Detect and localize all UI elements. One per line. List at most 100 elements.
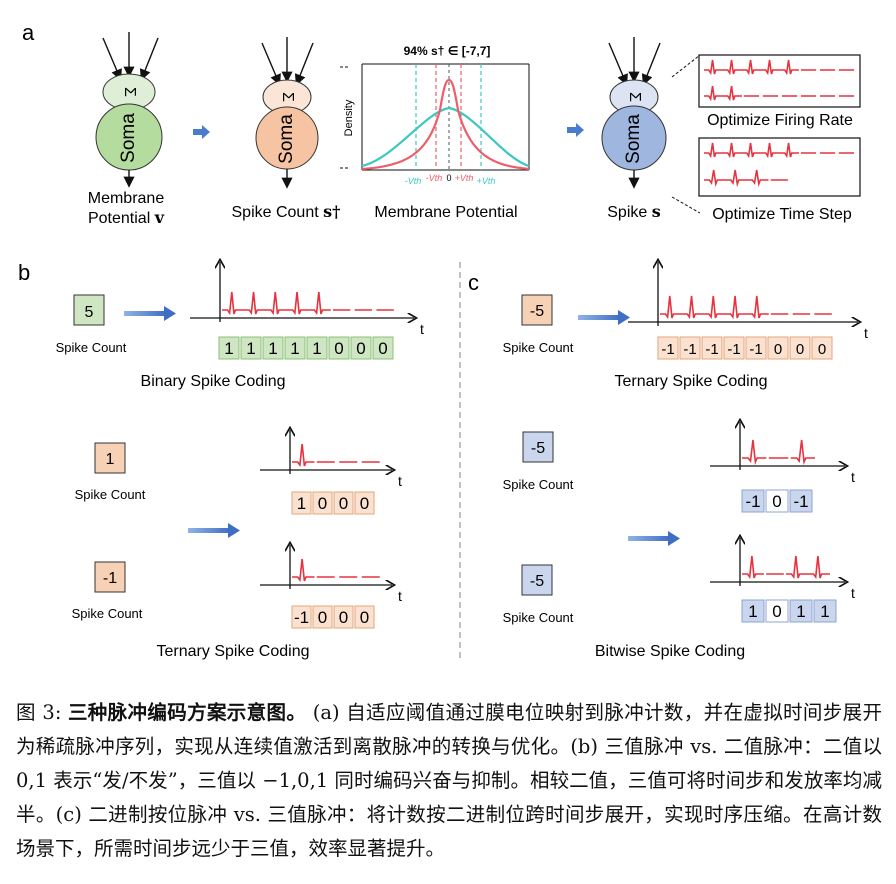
bit-cell: 1 bbox=[813, 599, 837, 623]
panel-c-label: c bbox=[468, 270, 479, 295]
membrane-caption-2: Potential v bbox=[88, 208, 165, 227]
bit-value: -1 bbox=[749, 341, 762, 358]
bit-cell: 0 bbox=[312, 605, 333, 629]
spike-count-label: Spike Count bbox=[72, 606, 143, 621]
bit-cell: 0 bbox=[312, 491, 333, 515]
bit-box bbox=[240, 336, 262, 360]
time-axis-label: t bbox=[851, 585, 855, 601]
bit-cell: -1 bbox=[723, 336, 745, 360]
bit-cell: -1 bbox=[291, 605, 312, 629]
bit-value: 0 bbox=[796, 341, 804, 358]
soma-label: Soma bbox=[276, 114, 297, 164]
count-box-c-mid: -5 Spike Count bbox=[503, 431, 574, 492]
bit-cell: 0 bbox=[354, 491, 375, 515]
bit-box bbox=[741, 599, 765, 623]
bit-value: 1 bbox=[796, 602, 805, 621]
bit-box bbox=[372, 336, 394, 360]
bit-cell: 0 bbox=[789, 336, 811, 360]
bit-box bbox=[741, 489, 765, 513]
spike-train bbox=[742, 555, 830, 580]
bit-value: 0 bbox=[318, 608, 327, 627]
arrow-a1 bbox=[193, 125, 210, 139]
caption-title: 三种脉冲编码方案示意图。 bbox=[67, 701, 307, 724]
bit-box bbox=[350, 336, 372, 360]
arrow-b-mid bbox=[188, 528, 230, 533]
svg-text:-1: -1 bbox=[103, 570, 117, 587]
bit-value: -1 bbox=[793, 492, 808, 511]
count-box-b-bottom: -1 Spike Count bbox=[72, 561, 143, 621]
bit-cell: 1 bbox=[789, 599, 813, 623]
svg-text:5: 5 bbox=[85, 304, 94, 321]
bit-box bbox=[765, 599, 789, 623]
bit-cell: 0 bbox=[765, 489, 789, 513]
bit-value: 0 bbox=[774, 341, 782, 358]
bit-value: 0 bbox=[818, 341, 826, 358]
bit-value: 1 bbox=[224, 339, 233, 358]
neuron-green: Σ Soma Membrane Potential v bbox=[88, 32, 165, 227]
bit-value: -1 bbox=[727, 341, 740, 358]
bit-cell: 0 bbox=[767, 336, 789, 360]
bit-cell: 0 bbox=[333, 491, 354, 515]
count-box-b-mid: 1 Spike Count bbox=[75, 442, 146, 502]
bit-box bbox=[328, 336, 350, 360]
spike-train bbox=[222, 291, 394, 316]
spike-train bbox=[292, 443, 380, 468]
bit-value: 0 bbox=[360, 494, 369, 513]
bit-box bbox=[333, 491, 354, 515]
spike-count-label: Spike Count bbox=[56, 340, 127, 355]
figure-caption: 图 3: 三种脉冲编码方案示意图。 (a) 自适应阈值通过膜电位映射到脉冲计数，… bbox=[16, 696, 882, 866]
bit-cell: 1 bbox=[240, 336, 262, 360]
tick-neg-vth-outer: -Vth bbox=[405, 176, 422, 186]
teal-density-curve bbox=[361, 106, 530, 168]
spike-train bbox=[704, 85, 855, 102]
bit-box bbox=[789, 599, 813, 623]
spike-count-label: Spike Count bbox=[75, 487, 146, 502]
svg-text:1: 1 bbox=[106, 451, 115, 468]
arrow-a2 bbox=[567, 123, 584, 137]
time-axis-label: t bbox=[398, 473, 402, 489]
bit-value: 1 bbox=[312, 339, 321, 358]
bit-box bbox=[789, 489, 813, 513]
sigma-symbol: Σ bbox=[626, 92, 643, 102]
bit-value: 0 bbox=[318, 494, 327, 513]
time-axis-label: t bbox=[851, 469, 855, 485]
figure: a Σ Soma Membrane Potential v Σ Soma Spi… bbox=[18, 20, 868, 662]
bit-box bbox=[745, 336, 767, 360]
bit-box bbox=[333, 605, 354, 629]
caption-body: (a) 自适应阈值通过膜电位映射到脉冲计数，并在虚拟时间步展开为稀疏脉冲序列，实… bbox=[16, 701, 882, 860]
bit-cell: 0 bbox=[328, 336, 350, 360]
tick-neg-vth-inner: -Vth bbox=[426, 173, 443, 183]
bit-cell: 0 bbox=[765, 599, 789, 623]
bit-value: 0 bbox=[378, 339, 387, 358]
time-axis-label: t bbox=[420, 321, 424, 337]
density-ylabel: Density bbox=[343, 99, 355, 136]
bit-value: 1 bbox=[297, 494, 306, 513]
bit-box bbox=[811, 336, 833, 360]
soma-label: Soma bbox=[118, 113, 139, 163]
svg-text:-5: -5 bbox=[531, 440, 545, 457]
caption-prefix: 图 3: bbox=[16, 701, 68, 724]
spike-train bbox=[292, 558, 380, 583]
bit-cell: 0 bbox=[811, 336, 833, 360]
spike-caption: Spike s bbox=[607, 202, 660, 221]
spike-count-caption: Spike Count s† bbox=[232, 202, 341, 221]
arrow-c-mid bbox=[628, 536, 670, 541]
bit-cell: 0 bbox=[354, 605, 375, 629]
bit-value: -1 bbox=[745, 492, 760, 511]
ternary-coding-title-b: Ternary Spike Coding bbox=[157, 643, 310, 660]
bit-box bbox=[789, 336, 811, 360]
time-axis-label: t bbox=[398, 588, 402, 604]
membrane-caption-1: Membrane bbox=[88, 190, 165, 207]
bit-value: -1 bbox=[683, 341, 696, 358]
density-plot: 94% s† ∈ [-7,7] Density -Vth -Vth 0 +Vth… bbox=[340, 44, 530, 221]
bit-value: 0 bbox=[360, 608, 369, 627]
bit-box bbox=[813, 599, 837, 623]
tick-pos-vth-inner: +Vth bbox=[455, 173, 474, 183]
tick-zero: 0 bbox=[446, 173, 451, 183]
bit-value: 1 bbox=[268, 339, 277, 358]
bit-value: 0 bbox=[339, 608, 348, 627]
density-xlabel: Membrane Potential bbox=[374, 204, 517, 221]
spike-train bbox=[742, 439, 815, 466]
